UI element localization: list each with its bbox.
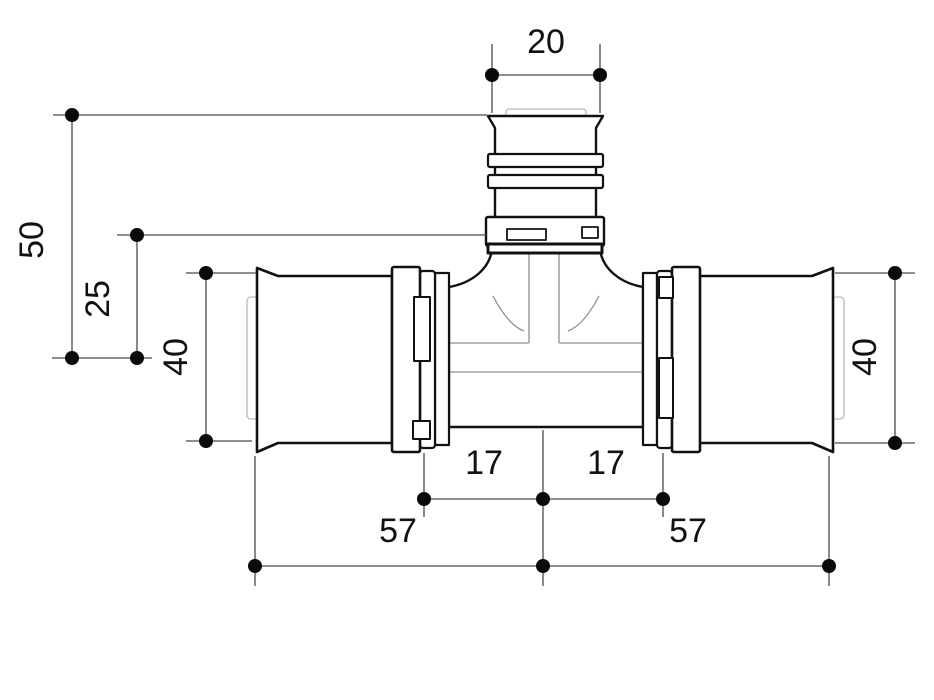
collar-window (413, 296, 431, 362)
collar-window (506, 228, 547, 241)
collar-window (412, 420, 431, 440)
dim-dot (130, 351, 144, 365)
dim-label-bottom-inner-right: 17 (587, 444, 625, 482)
dim-dot (656, 492, 670, 506)
dim-dot (248, 559, 262, 573)
dim-dot (130, 228, 144, 242)
dimension-labels: 20 50 25 40 40 17 17 57 57 (13, 23, 884, 550)
right-ring (641, 271, 659, 447)
dim-dot (485, 68, 499, 82)
dim-dot (593, 68, 607, 82)
center-body (447, 248, 645, 429)
dimension-dots (65, 68, 902, 573)
left-sleeve (255, 265, 451, 454)
dim-label-left-overall-height: 50 (13, 221, 51, 259)
dim-label-bottom-outer-right: 57 (669, 512, 707, 550)
dim-label-right-diameter: 40 (846, 338, 884, 376)
top-sleeve-ridge (486, 173, 605, 190)
dim-label-top-width: 20 (527, 23, 565, 61)
dim-label-bottom-outer-left: 57 (379, 512, 417, 550)
dim-dot (822, 559, 836, 573)
top-sleeve-ridge (486, 152, 605, 169)
dim-dot (536, 492, 550, 506)
top-sleeve-base-band (486, 242, 604, 255)
dim-dot (888, 436, 902, 450)
inner-bore-lines (449, 254, 643, 373)
dim-dot (536, 559, 550, 573)
top-sleeve-body (486, 114, 605, 224)
dim-label-left-mid-height: 25 (79, 280, 117, 318)
top-sleeve (484, 114, 606, 255)
dim-dot (417, 492, 431, 506)
dim-dot (888, 266, 902, 280)
dim-dot (199, 266, 213, 280)
left-sleeve-body (255, 266, 394, 454)
bore-fillet (492, 295, 525, 332)
dim-label-left-diameter: 40 (157, 338, 195, 376)
collar-window (658, 357, 674, 419)
bore-fillet (567, 295, 600, 332)
left-ring (433, 271, 451, 447)
right-sleeve-body (695, 266, 835, 454)
dim-dot (65, 108, 79, 122)
dim-line-left-mid (117, 234, 486, 358)
dim-dot (199, 434, 213, 448)
collar-window (581, 226, 599, 239)
collar-window (658, 276, 674, 299)
right-sleeve (641, 265, 835, 454)
dim-line-bottom-inner (423, 430, 664, 586)
dim-line-left-diameter (186, 272, 256, 442)
right-collar (670, 265, 702, 454)
dim-label-bottom-inner-left: 17 (465, 444, 503, 482)
dim-dot (65, 351, 79, 365)
tee-fitting (246, 108, 845, 454)
